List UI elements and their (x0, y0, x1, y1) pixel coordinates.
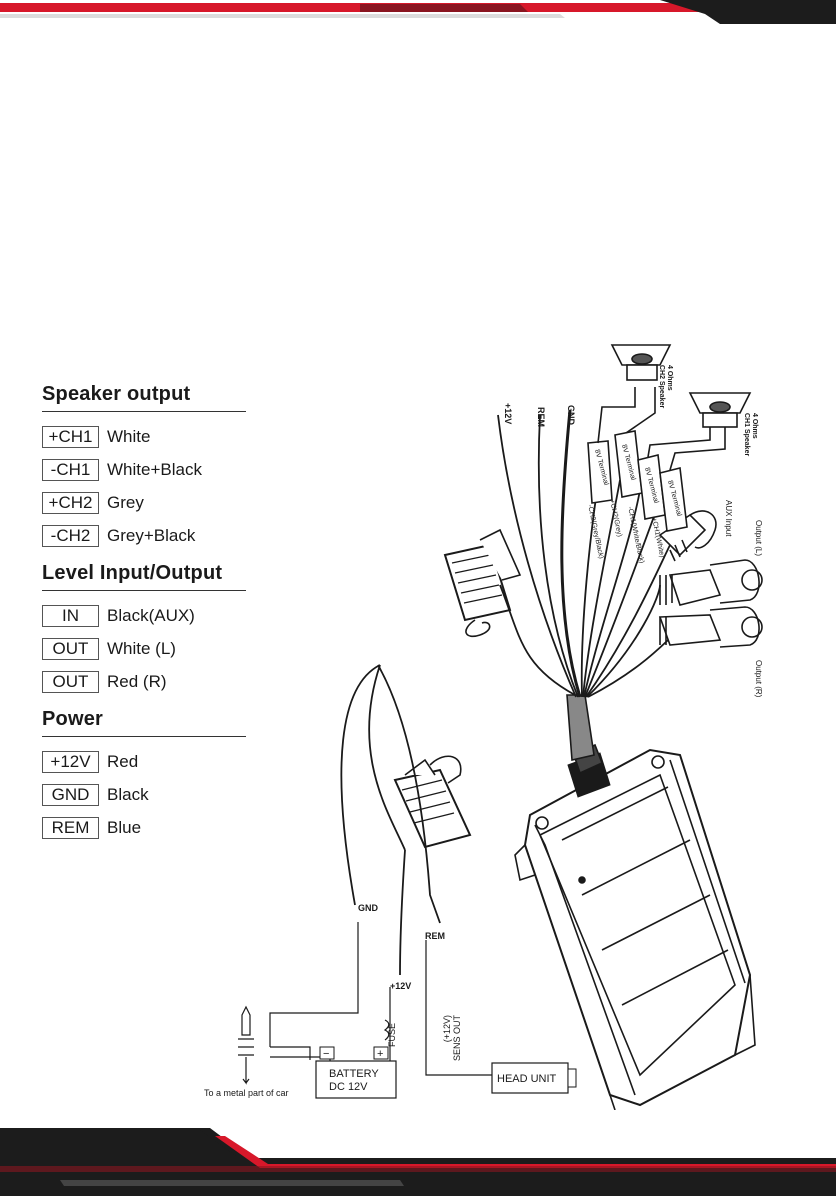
gnd-label: GND (358, 903, 379, 913)
wire-color: Black (107, 784, 149, 804)
terminal-tag: REM (42, 816, 99, 839)
aux-input-connector (658, 510, 717, 562)
terminal-tag: OUT (42, 637, 99, 660)
ch2-speaker-label: 4 OhmsCH2 Speaker (658, 365, 673, 408)
cable-sleeve (566, 694, 595, 761)
battery-plus: + (377, 1048, 383, 1060)
aux-input-label: AUX Input (724, 500, 733, 537)
output-r-connector (658, 606, 763, 648)
legend-row: IN Black(AUX) (42, 603, 246, 628)
ground-note: To a metal part of car (204, 1088, 289, 1098)
rem-label: REM (425, 931, 445, 941)
inline-fuse-top (443, 528, 576, 696)
wire-color: Grey+Black (107, 525, 196, 545)
battery-minus: − (323, 1048, 329, 1060)
terminal-tag: -CH2 (42, 524, 99, 547)
legend-row: GND Black (42, 782, 246, 807)
wire-color: Black(AUX) (107, 605, 195, 625)
terminal-tag: +12V (42, 750, 99, 773)
output-r-label: Output (R) (754, 660, 763, 698)
plus12v-label: +12V (390, 981, 411, 991)
wire-color: White+Black (107, 459, 202, 479)
plus12v-wire (399, 849, 406, 976)
ground-bolt (238, 1005, 254, 1085)
ch1-speaker (688, 392, 752, 428)
terminal-tag: -CH1 (42, 458, 99, 481)
section-title: Speaker output (42, 383, 246, 412)
ch2-speaker (610, 344, 672, 381)
wire-color: White (107, 426, 151, 446)
amplifier-unit (514, 743, 756, 1110)
legend-row: +12V Red (42, 749, 246, 774)
head-unit-box (491, 1062, 569, 1094)
inline-fuse-bottom (393, 755, 472, 849)
ch1-speaker-label: 4 OhmsCH1 Speaker (743, 413, 758, 456)
legend-row: OUT White (L) (42, 636, 246, 661)
terminal-tag: +CH1 (42, 425, 99, 448)
legend-row: -CH2 Grey+Black (42, 523, 246, 548)
wire-color: White (L) (107, 638, 176, 658)
legend-row: -CH1 White+Black (42, 457, 246, 482)
fuse-label: FUSE (387, 1023, 397, 1047)
section-title: Power (42, 708, 246, 737)
terminal-blocks (587, 430, 688, 532)
wire-label-rem: REM (536, 407, 546, 427)
bottom-banner (0, 1128, 836, 1196)
power-section: Power +12V Red GND Black REM Blue (42, 708, 246, 840)
head-unit-label: HEAD UNIT (497, 1073, 557, 1085)
wire-color: Red (R) (107, 671, 167, 691)
wire-color: Red (107, 751, 139, 771)
speaker-output-section: Speaker output +CH1 White -CH1 White+Black… (42, 383, 246, 548)
gnd-wire (340, 664, 381, 906)
legend-row: +CH1 White (42, 424, 246, 449)
battery-box (315, 1060, 397, 1099)
output-l-connector (659, 559, 763, 606)
wire-label-gnd: GND (566, 405, 576, 426)
section-title: Level Input/Output (42, 562, 246, 591)
sens-out-label: (+12V)SENS OUT (442, 1015, 462, 1062)
wiring-diagram-svg: 4 OhmsCH2 Speaker 4 OhmsCH1 Speaker +12V… (204, 344, 763, 1110)
terminal-tag: GND (42, 783, 99, 806)
terminal-tag: +CH2 (42, 491, 99, 514)
rem-wire (377, 664, 441, 924)
top-banner (0, 0, 836, 24)
wiring-diagram: 4 OhmsCH2 Speaker 4 OhmsCH1 Speaker +12V… (190, 335, 770, 1110)
wire-label-plus12v: +12V (503, 403, 513, 424)
terminal-tag: OUT (42, 670, 99, 693)
output-l-label: Output (L) (754, 520, 763, 556)
legend-row: REM Blue (42, 815, 246, 840)
wire-color: Blue (107, 817, 142, 837)
wire-color-legend: Speaker output +CH1 White -CH1 White+Black… (42, 383, 246, 854)
wire-color: Grey (107, 492, 144, 512)
legend-row: +CH2 Grey (42, 490, 246, 515)
legend-row: OUT Red (R) (42, 669, 246, 694)
harness-wires (497, 409, 681, 698)
level-io-section: Level Input/Output IN Black(AUX) OUT White… (42, 562, 246, 694)
terminal-tag: IN (42, 604, 99, 627)
